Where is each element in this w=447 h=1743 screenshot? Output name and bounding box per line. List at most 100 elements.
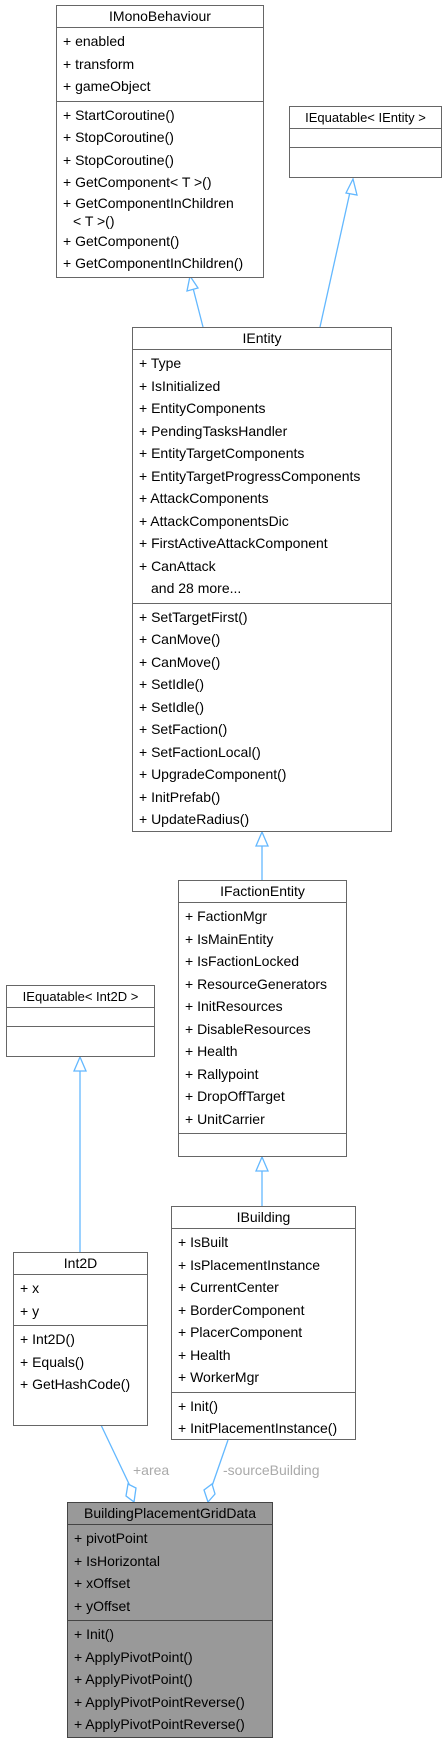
- method: + ApplyPivotPointReverse(): [74, 1693, 245, 1710]
- attribute: + IsFactionLocked: [185, 953, 300, 969]
- method: + Init(): [178, 1397, 219, 1414]
- class-title: IEquatable< Int2D >: [7, 986, 154, 1008]
- method: + UpgradeComponent(): [139, 766, 287, 782]
- method: + ApplyPivotPoint(): [74, 1648, 193, 1665]
- class-title: IEntity: [133, 328, 391, 350]
- class-title: IFactionEntity: [179, 881, 346, 903]
- attribute: + IsBuilt: [178, 1234, 229, 1250]
- class-title: IEquatable< IEntity >: [290, 107, 441, 129]
- attributes-section: [7, 1008, 154, 1027]
- method: + SetTargetFirst(): [139, 608, 248, 625]
- attribute: + BorderComponent: [178, 1301, 305, 1318]
- attribute: + EntityTargetComponents: [139, 445, 305, 461]
- attributes-section: + x + y: [14, 1275, 147, 1326]
- method: + GetComponent< T >(): [63, 174, 212, 190]
- attribute: + WorkerMgr: [178, 1369, 260, 1385]
- arrowhead-iequatable-ientity: [345, 177, 358, 196]
- class-ibuilding[interactable]: IBuilding + IsBuilt + IsPlacementInstanc…: [171, 1206, 356, 1440]
- class-iequatable-int2d[interactable]: IEquatable< Int2D >: [6, 985, 155, 1057]
- class-title: Int2D: [14, 1253, 147, 1275]
- method-continuation: < T >(): [73, 212, 115, 229]
- diamond-area: [125, 1483, 137, 1504]
- attribute: + AttackComponents: [139, 490, 269, 506]
- method: + Init(): [74, 1626, 115, 1642]
- attributes-section: + Type + IsInitialized + EntityComponent…: [133, 350, 391, 604]
- methods-section: + StartCoroutine() + StopCoroutine() + S…: [57, 102, 263, 278]
- method: + GetComponent(): [63, 232, 180, 249]
- methods-section: + Int2D() + Equals() + GetHashCode(): [14, 1326, 147, 1399]
- method: + SetIdle(): [139, 676, 204, 692]
- method: + UpdateRadius(): [139, 811, 250, 827]
- method: + CanMove(): [139, 653, 221, 670]
- attribute: + PlacerComponent: [178, 1324, 303, 1340]
- attribute: + FactionMgr: [185, 908, 268, 924]
- methods-section: [179, 1134, 346, 1150]
- class-title: IMonoBehaviour: [57, 6, 263, 28]
- method: + Int2D(): [20, 1331, 75, 1347]
- attributes-section: + IsBuilt + IsPlacementInstance + Curren…: [172, 1229, 355, 1393]
- attribute: + Rallypoint: [185, 1065, 259, 1082]
- attribute: + PendingTasksHandler: [139, 422, 288, 439]
- methods-section: [290, 148, 441, 166]
- method: + InitPrefab(): [139, 788, 221, 805]
- attribute: + DisableResources: [185, 1020, 311, 1037]
- class-imonobehaviour[interactable]: IMonoBehaviour + enabled + transform + g…: [56, 5, 264, 278]
- class-int2d[interactable]: Int2D + x + y + Int2D() + Equals() + Get…: [13, 1252, 148, 1426]
- methods-section: [7, 1027, 154, 1045]
- arrowhead-ifactionentity: [255, 1155, 269, 1172]
- attribute: + DropOffTarget: [185, 1088, 285, 1104]
- edge-ientity-imonobehaviour: [192, 287, 204, 328]
- method: + StopCoroutine(): [63, 151, 174, 168]
- method: + GetComponentInChildren(): [63, 255, 244, 271]
- attribute: + IsHorizontal: [74, 1552, 160, 1569]
- methods-section: + Init() + ApplyPivotPoint() + ApplyPivo…: [68, 1621, 272, 1739]
- attribute: + pivotPoint: [74, 1530, 148, 1546]
- attribute: + Health: [185, 1043, 238, 1059]
- attribute: + Type: [139, 355, 182, 371]
- attribute: + AttackComponentsDic: [139, 512, 289, 529]
- method: + GetHashCode(): [20, 1376, 131, 1392]
- attribute: + Health: [178, 1346, 231, 1363]
- method: + Equals(): [20, 1353, 85, 1370]
- attributes-section: + enabled + transform + gameObject: [57, 28, 263, 102]
- attributes-section: [290, 129, 441, 148]
- attribute: + x: [20, 1280, 40, 1296]
- method: + SetFactionLocal(): [139, 743, 261, 760]
- arrowhead-iequatable-int2d: [73, 1055, 87, 1072]
- attribute: + ResourceGenerators: [185, 975, 328, 992]
- edge-source-building: [211, 1439, 229, 1487]
- edge-area: [100, 1424, 131, 1487]
- class-title: IBuilding: [172, 1207, 355, 1229]
- attribute: + EntityTargetProgressComponents: [139, 467, 361, 484]
- attribute: + CanAttack: [139, 557, 216, 574]
- edge-label-area: +area: [133, 1462, 170, 1478]
- methods-section: + Init() + InitPlacementInstance(): [172, 1393, 355, 1443]
- method: + StartCoroutine(): [63, 106, 175, 123]
- attribute: + yOffset: [74, 1597, 131, 1614]
- attribute: + InitResources: [185, 998, 283, 1014]
- method: + GetComponentInChildren: [63, 194, 234, 211]
- method: + SetFaction(): [139, 721, 228, 737]
- methods-section: + SetTargetFirst() + CanMove() + CanMove…: [133, 604, 391, 834]
- attribute: + IsMainEntity: [185, 930, 274, 947]
- attributes-section: + pivotPoint + IsHorizontal + xOffset + …: [68, 1525, 272, 1621]
- class-iequatable-ientity[interactable]: IEquatable< IEntity >: [289, 106, 442, 178]
- method: + ApplyPivotPoint(): [74, 1671, 193, 1687]
- attribute: + FirstActiveAttackComponent: [139, 535, 328, 551]
- arrowhead-ientity: [255, 830, 269, 847]
- attribute: + EntityComponents: [139, 400, 266, 416]
- attribute: + y: [20, 1302, 40, 1319]
- class-title: BuildingPlacementGridData: [68, 1503, 272, 1525]
- method: + StopCoroutine(): [63, 129, 174, 145]
- arrowhead-imonobehaviour: [186, 274, 200, 292]
- attribute: + gameObject: [63, 78, 151, 94]
- edge-ientity-iequatable: [319, 191, 351, 328]
- method: + SetIdle(): [139, 698, 204, 715]
- class-building-placement-grid-data[interactable]: BuildingPlacementGridData + pivotPoint +…: [67, 1502, 273, 1738]
- class-ifactionentity[interactable]: IFactionEntity + FactionMgr + IsMainEnti…: [178, 880, 347, 1157]
- attribute: + xOffset: [74, 1575, 131, 1591]
- method: + InitPlacementInstance(): [178, 1420, 338, 1436]
- class-ientity[interactable]: IEntity + Type + IsInitialized + EntityC…: [132, 327, 392, 832]
- edge-label-source-building: -sourceBuilding: [223, 1462, 320, 1478]
